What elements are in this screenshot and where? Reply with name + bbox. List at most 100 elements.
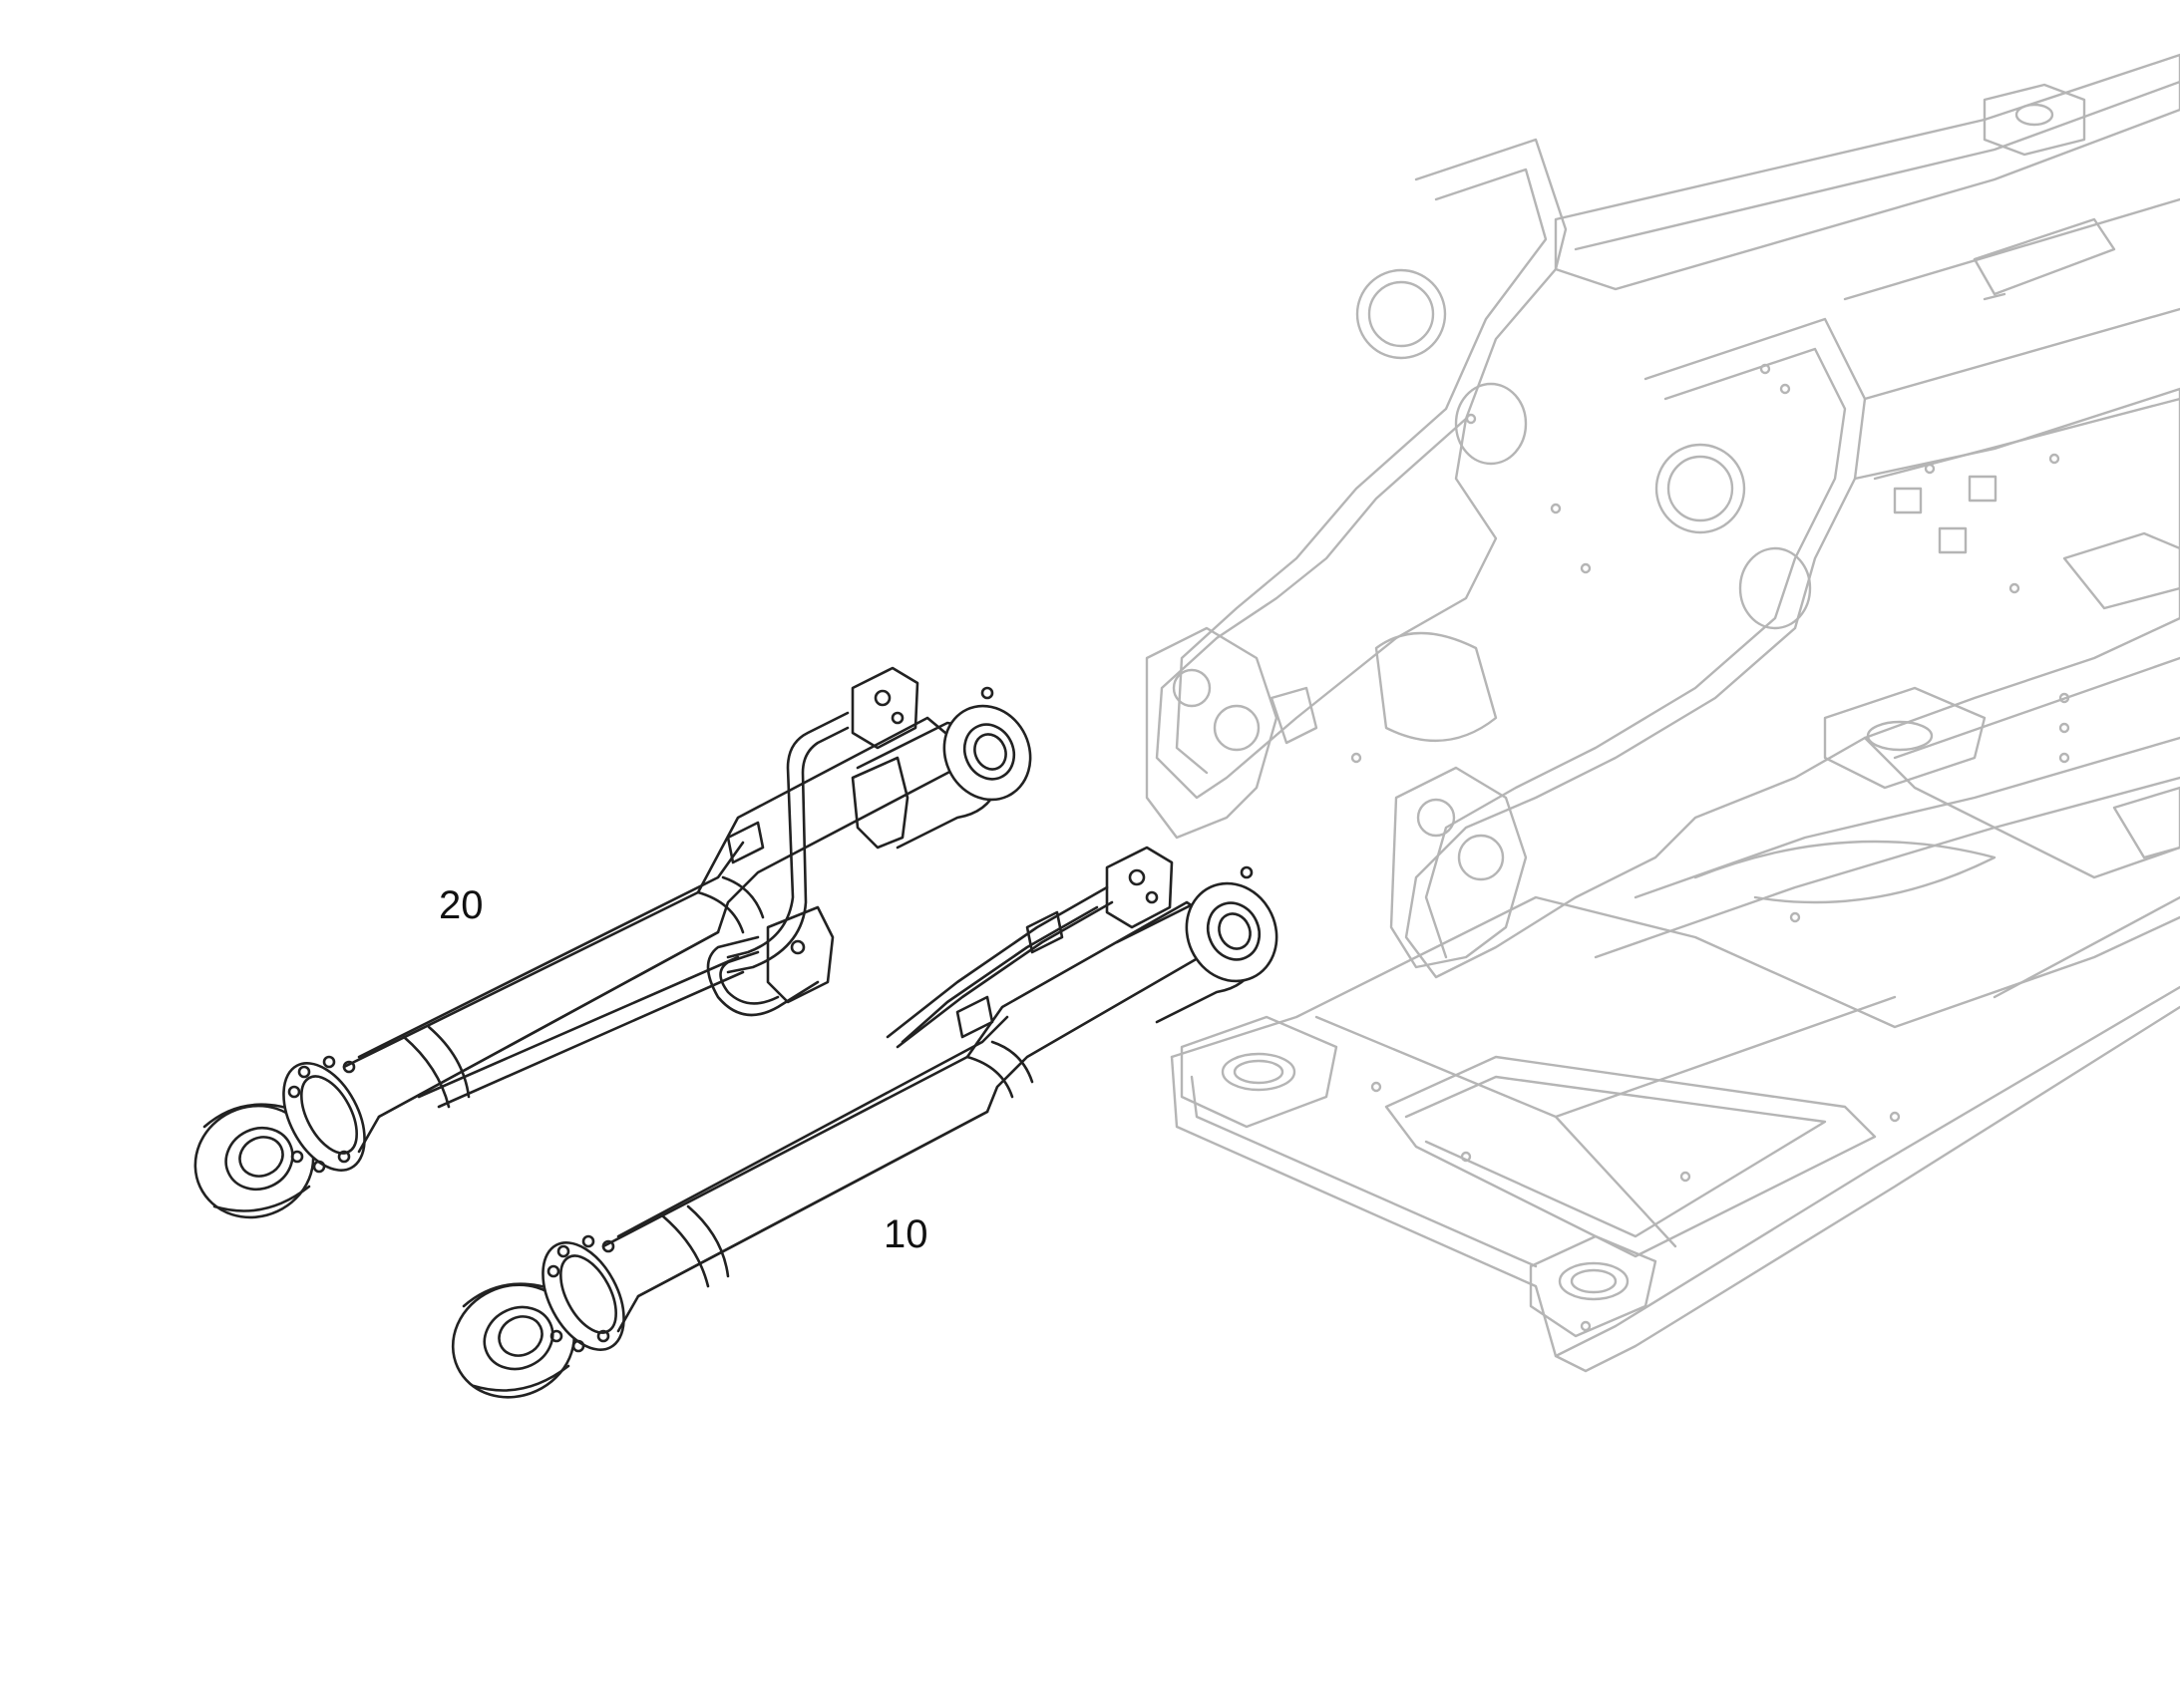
frame-base-left-edge-inner <box>1190 1075 1538 1268</box>
callout-label-10: 10 <box>884 1212 928 1256</box>
hydraulic-cylinder-20 <box>193 666 1032 1219</box>
cyl10-valve-port <box>1145 890 1159 904</box>
cyl10-rod-eye-bushing <box>483 1305 554 1371</box>
cyl10-gland-flange <box>542 1241 625 1351</box>
frame-bearing-housing <box>1823 686 1987 790</box>
frame-bolt <box>1350 752 1362 764</box>
frame-bolt <box>1580 1320 1592 1332</box>
cyl20-barrel-bottom-edge <box>377 930 720 1119</box>
cyl10-tube-clamp-2 <box>955 995 994 1039</box>
cyl20-hydraulic-line-b <box>706 935 820 1017</box>
frame-bolt <box>2058 692 2070 704</box>
frame-bolt <box>1759 363 1771 375</box>
frame-bolt <box>1779 383 1791 395</box>
cyl20-flange-bolt <box>312 1160 326 1174</box>
hydraulic-cylinder-10 <box>451 846 1278 1399</box>
frame-base-outer <box>1170 895 2180 1059</box>
frame-bolt <box>2008 582 2020 594</box>
cyl20-hydraulic-line-a <box>726 711 850 959</box>
frame-corner-bottom-hole-inner <box>1570 1268 1618 1294</box>
cyl10-head-eye-bore-inner <box>1218 912 1252 950</box>
cyl20-rod-eye-bushing <box>224 1126 294 1192</box>
cyl20-valve-port <box>874 689 892 707</box>
frame-left-plate-pivot-hole <box>1367 280 1435 348</box>
cyl20-gland-flange-inner <box>300 1075 358 1155</box>
cyl20-lower-valve-port <box>790 939 806 955</box>
frame-left-lug-hole <box>1172 668 1212 708</box>
cyl10-valve-block <box>1105 846 1174 929</box>
cyl10-barrel-top-edge <box>616 1015 1009 1238</box>
cyl10-barrel-band <box>661 1204 730 1288</box>
cyl10-hydraulic-line-a-outer <box>896 900 1114 1049</box>
cyl10-head-eye <box>1185 881 1278 983</box>
frame-bolt <box>1679 1171 1691 1183</box>
frame-base-bottom <box>1584 1005 2180 1373</box>
cyl10-valve-bolt <box>1240 865 1254 879</box>
cyl10-barrel-bottom-edge <box>636 1110 989 1298</box>
frame-right-plate-pivot-ring <box>1654 443 1746 534</box>
cyl10-gland-flange-inner <box>559 1254 617 1334</box>
cyl10-flange-bolt <box>596 1329 610 1343</box>
cyl20-head-eye-bore-inner <box>973 733 1007 771</box>
frame-right-deck <box>1863 656 2180 999</box>
frame-right-plate-inner <box>1424 347 1847 959</box>
frame-bolt <box>1789 911 1801 923</box>
cyl20-flange-bolt <box>290 1150 304 1164</box>
cyl20-head-eye <box>942 704 1032 802</box>
frame-right-plate-pivot-hole <box>1666 455 1734 522</box>
frame-corner-bottom-hole <box>1558 1261 1630 1301</box>
cyl20-valve-bolt <box>980 686 994 700</box>
frame-cross-member <box>1973 217 2116 301</box>
frame-bolt <box>2058 752 2070 764</box>
frame-bolt <box>2058 722 2070 734</box>
cyl10-rod-eye-bore <box>498 1315 544 1357</box>
cyl20-flange-bolt <box>337 1150 351 1164</box>
cyl10-flange-bolt <box>546 1264 560 1278</box>
frame-left-plate <box>1155 138 1568 800</box>
cyl20-tube-clamp <box>726 821 765 864</box>
frame-deck <box>1843 197 2180 481</box>
frame-bolt <box>1889 1111 1901 1123</box>
cyl10-head-eye-bore <box>1206 901 1262 961</box>
frame-right-plate-lower-hole <box>1738 546 1812 630</box>
frame-corner-left-box <box>1180 1015 1338 1129</box>
cyl10-hydraulic-line-a <box>886 885 1109 1039</box>
frame-deck-bracket <box>2062 531 2180 610</box>
cyl20-hydraulic-line-a-outer <box>726 726 850 974</box>
cyl20-valve-block <box>851 666 919 750</box>
machine-frame <box>1145 53 2180 1373</box>
frame-center-plate <box>1594 736 2180 959</box>
cyl10-flange-bolt <box>581 1234 595 1248</box>
frame-base-bottom-inner <box>1554 985 2180 1358</box>
cyl20-barrel-top-edge <box>357 841 745 1059</box>
cyl20-flange-bolt <box>322 1055 336 1069</box>
frame-top-beam-edge <box>1574 80 2180 251</box>
frame-corner-bottom-box <box>1529 1234 1657 1338</box>
cyl20-mount-bracket <box>851 756 909 850</box>
frame-bolt <box>1370 1081 1382 1093</box>
frame-bolt <box>1580 562 1592 574</box>
cyl10-flange-bolt <box>556 1244 570 1258</box>
frame-bolt <box>2048 453 2060 465</box>
cyl20-head-eye-bore <box>962 723 1016 781</box>
frame-deck-block-2 <box>1968 475 1998 503</box>
cyl20-valve-port <box>891 711 905 725</box>
frame-bolt <box>1460 1151 1472 1163</box>
cyl10-valve-port <box>1128 868 1146 886</box>
cyl10-barrel-band-2 <box>965 1040 1034 1099</box>
frame-bearing-ring <box>1866 720 1934 752</box>
frame-left-plate-pivot-ring <box>1355 268 1447 360</box>
cyl10-flange-bolt <box>549 1329 563 1343</box>
frame-base-left-edge <box>1170 1055 1588 1373</box>
frame-bolt <box>1465 413 1477 425</box>
frame-right-lug-hole-2 <box>1457 834 1505 881</box>
cyl10-tube-clamp <box>1025 910 1064 954</box>
frame-left-lug-bracket <box>1270 686 1318 745</box>
cyl20-barrel-band-2 <box>696 875 765 934</box>
frame-left-plate-inner <box>1175 168 1548 775</box>
frame-left-lug <box>1145 626 1278 840</box>
frame-left-plate-lower-hole <box>1454 382 1528 466</box>
frame-top-beam <box>1554 53 2180 291</box>
frame-left-lug-hole-2 <box>1213 704 1261 752</box>
frame-base-panel-inner <box>1404 1075 1827 1238</box>
